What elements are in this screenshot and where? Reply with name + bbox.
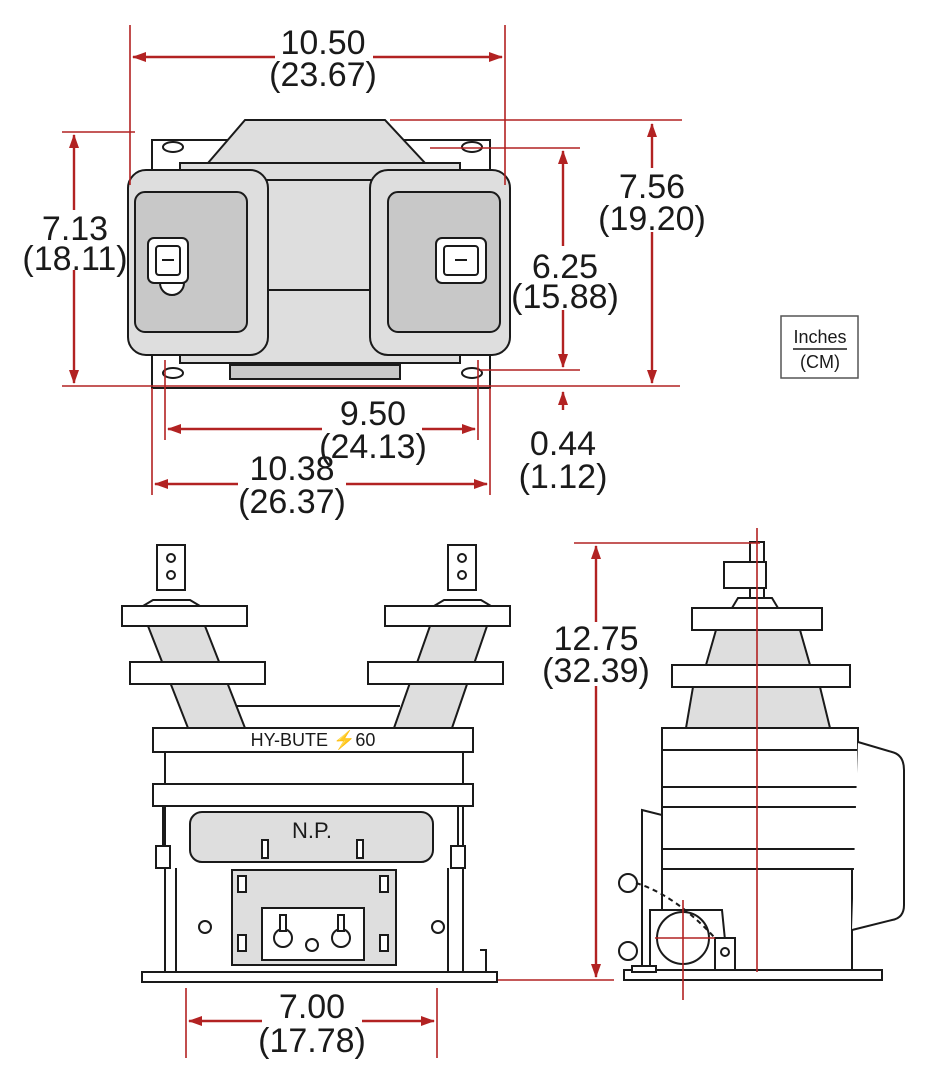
front-view-dimensions bbox=[185, 988, 438, 1058]
dim-right-height-in: 7.56 bbox=[619, 168, 685, 206]
dim-base-thickness-cm: (1.12) bbox=[519, 458, 608, 496]
dim-left-height-in: 7.13 bbox=[42, 210, 108, 248]
side-view bbox=[618, 541, 905, 981]
model-label: HY-BUTE ⚡60 bbox=[251, 729, 376, 751]
dim-bottom-spacing-in: 7.00 bbox=[279, 988, 345, 1026]
dim-right-height-cm: (19.20) bbox=[598, 200, 706, 238]
dim-base-width-cm: (26.37) bbox=[238, 483, 346, 521]
units-legend: Inches (CM) bbox=[780, 315, 859, 379]
units-legend-bottom: (CM) bbox=[800, 352, 840, 372]
dim-top-width-in: 10.50 bbox=[280, 24, 365, 62]
dim-mount-spacing-cm: (24.13) bbox=[319, 428, 427, 466]
dim-inner-height-cm: (15.88) bbox=[511, 278, 619, 316]
dim-left-height-cm: (18.11) bbox=[22, 240, 127, 278]
dim-base-thickness-in: 0.44 bbox=[530, 425, 596, 463]
nameplate-label: N.P. bbox=[292, 818, 332, 843]
side-view-dimensions bbox=[498, 542, 760, 981]
front-view bbox=[121, 544, 511, 983]
dim-overall-height-cm: (32.39) bbox=[542, 652, 650, 690]
dim-top-width-cm: (23.67) bbox=[269, 56, 377, 94]
dim-base-width-in: 10.38 bbox=[249, 450, 334, 488]
dim-bottom-spacing-cm: (17.78) bbox=[258, 1022, 366, 1060]
side-view-centerlines bbox=[655, 528, 758, 1000]
dim-inner-height-in: 6.25 bbox=[532, 248, 598, 286]
dim-overall-height-in: 12.75 bbox=[553, 620, 638, 658]
dim-mount-spacing-in: 9.50 bbox=[340, 395, 406, 433]
units-legend-top: Inches bbox=[793, 327, 846, 347]
top-view-dimensions bbox=[28, 25, 702, 519]
top-view bbox=[127, 119, 511, 389]
dimension-labels: 10.50 (23.67) 7.13 (18.11) 7.56 (19.20) … bbox=[22, 24, 705, 1060]
